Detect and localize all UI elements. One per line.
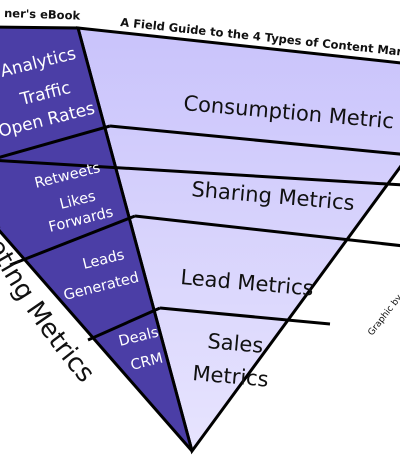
level-divider-right-1 (109, 124, 400, 156)
level-divider-right-3 (159, 306, 331, 326)
level-divider-left-3 (87, 306, 161, 342)
level-divider-left-1 (0, 124, 111, 159)
left-funnel-panel (0, 25, 194, 452)
example-crm: CRM (129, 350, 165, 373)
level-divider-1 (0, 159, 400, 187)
level-divider-right-2 (134, 214, 400, 248)
level-divider-left-2 (9, 214, 136, 267)
ebook-label: ner's eBook (4, 6, 81, 23)
metric-label-sales-line1: Sales (207, 329, 265, 358)
graphic-credit: Graphic by (366, 293, 400, 338)
